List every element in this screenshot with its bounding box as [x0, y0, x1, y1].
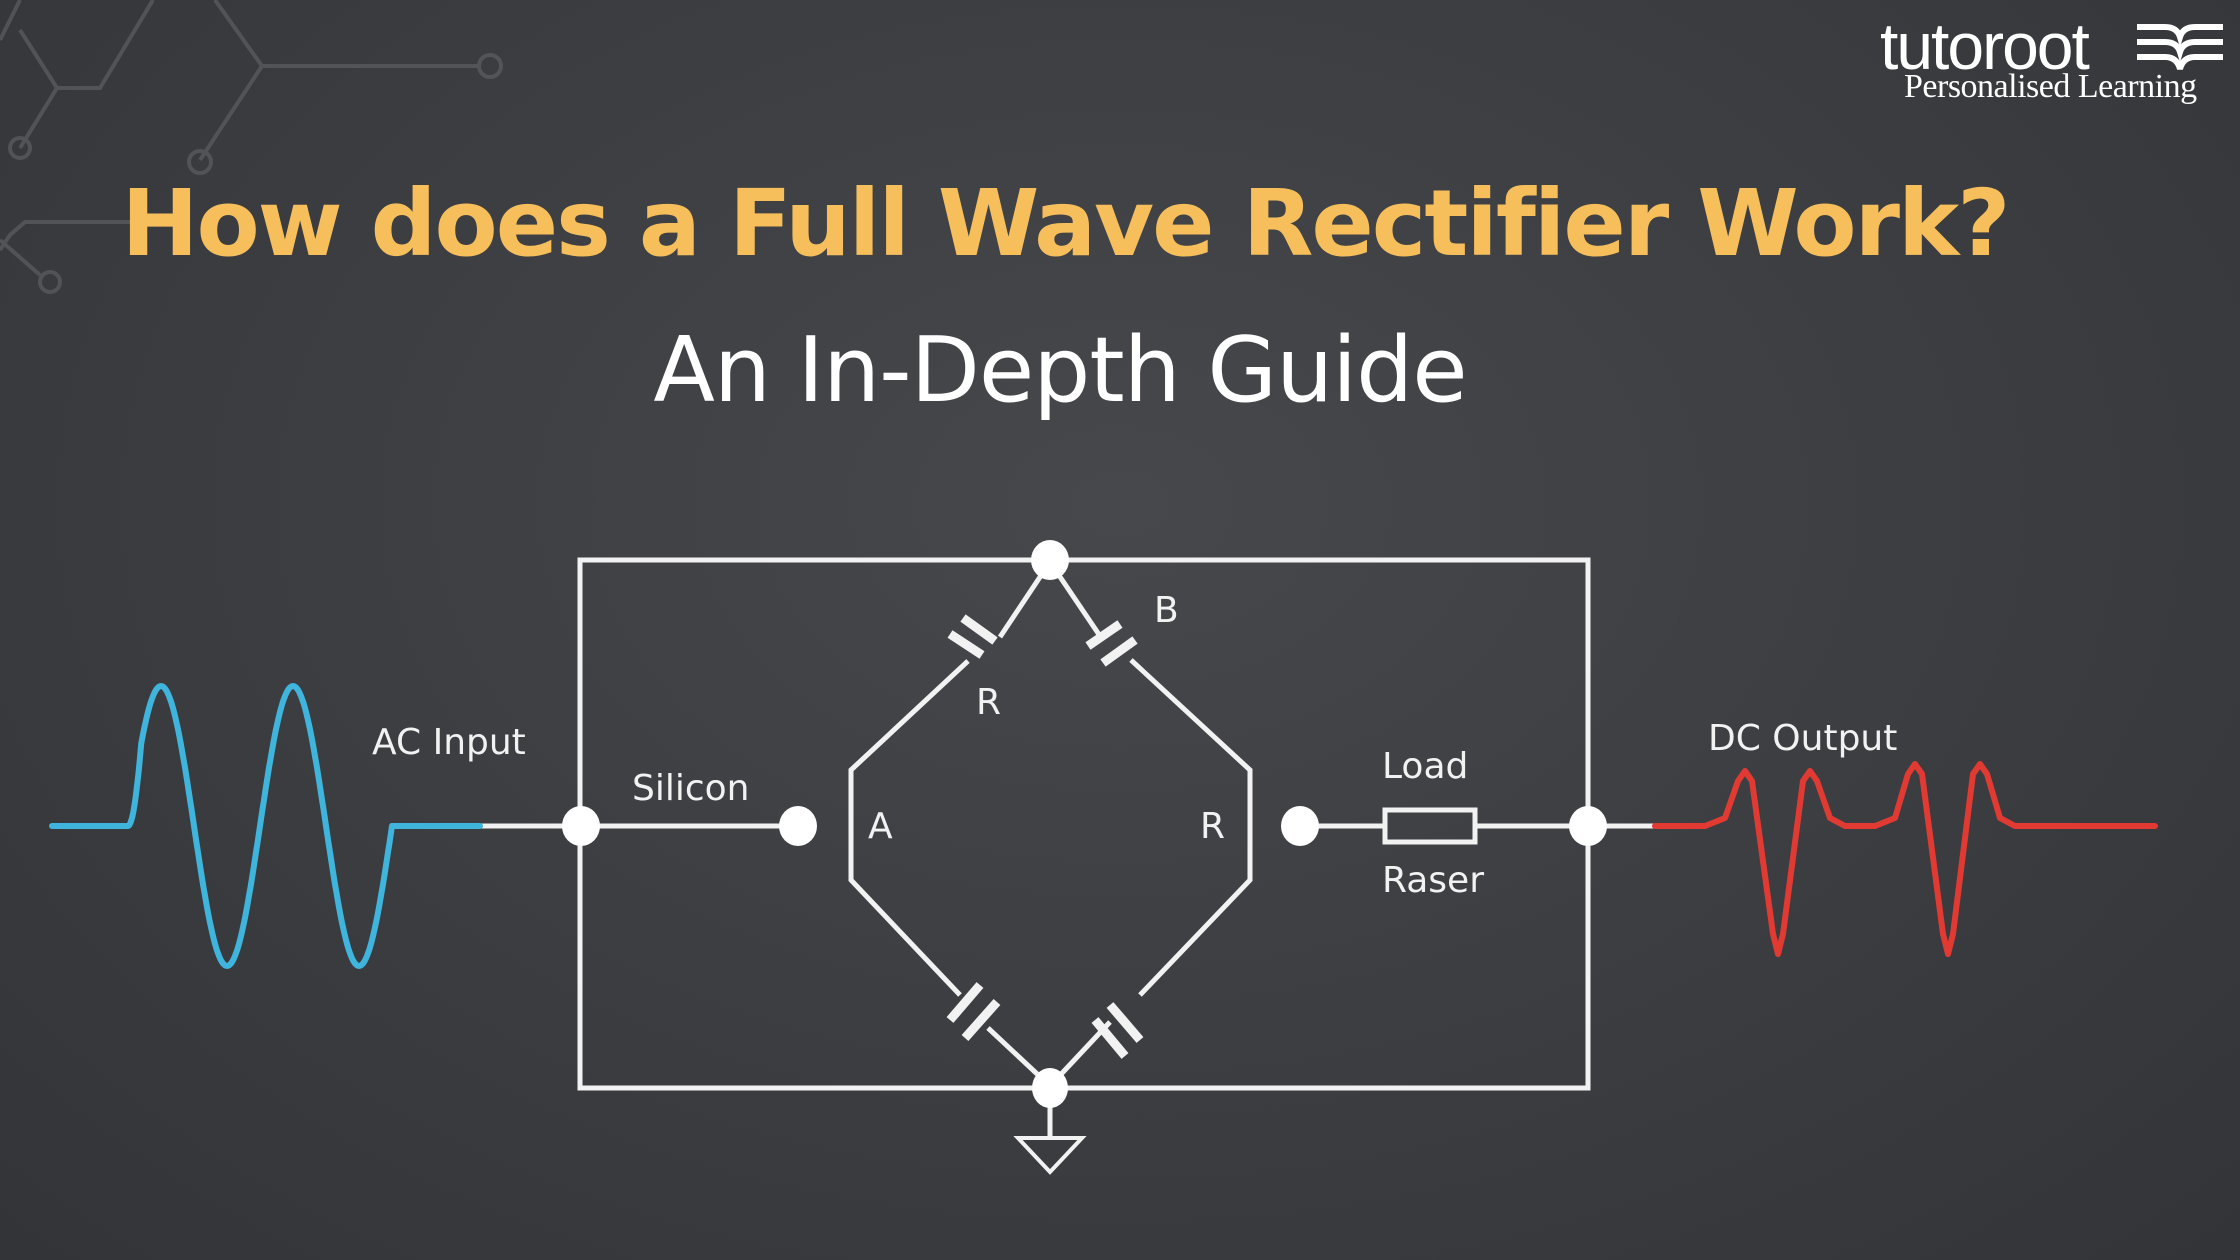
- label-raser: Raser: [1382, 860, 1484, 901]
- brand-tagline: Personalised Learning: [1904, 68, 2197, 105]
- junction-node-output: [1569, 806, 1607, 846]
- ground-icon: [1013, 1136, 1087, 1175]
- label-r-right: R: [1200, 806, 1225, 847]
- junction-node-silicon: [779, 806, 817, 846]
- page-title: How does a Full Wave Rectifier Work?: [121, 170, 2010, 277]
- label-ac-input: AC Input: [372, 722, 526, 763]
- page-subtitle: An In-Depth Guide: [653, 318, 1467, 423]
- circuit-node: [477, 53, 503, 79]
- junction-node-load: [1281, 806, 1319, 846]
- circuit-trace: [0, 238, 42, 277]
- open-book-icon: [2137, 24, 2223, 70]
- junction-node-input: [562, 806, 600, 846]
- outer-frame-wire: [577, 557, 1591, 1091]
- circuit-trace: [198, 64, 264, 162]
- label-silicon: Silicon: [632, 768, 750, 809]
- label-dc-output: DC Output: [1708, 718, 1897, 759]
- circuit-trace: [18, 0, 155, 90]
- brand-logo: tutoroot Personalised Learning: [1880, 6, 2240, 116]
- label-load: Load: [1382, 746, 1468, 787]
- circuit-trace: [0, 0, 22, 41]
- bridge-wire-right: [1129, 658, 1253, 997]
- dc-output-waveform: [1652, 761, 2158, 957]
- label-r-top: R: [976, 682, 1001, 723]
- capacitor-icon: [1085, 620, 1138, 667]
- label-node-a: A: [868, 806, 893, 847]
- junction-node-top: [1031, 540, 1069, 580]
- bridge-wire-left: [848, 659, 970, 997]
- capacitor-icon: [947, 614, 998, 659]
- capacitor-icon: [1091, 1002, 1144, 1059]
- resistor-icon: [1382, 807, 1478, 845]
- capacitor-icon: [946, 982, 1001, 1041]
- circuit-node: [187, 149, 213, 175]
- circuit-node: [38, 270, 62, 294]
- ac-input-waveform: [49, 683, 483, 969]
- brand-name: tutoroot: [1880, 9, 2090, 83]
- label-node-b: B: [1154, 590, 1179, 631]
- junction-node-bottom: [1032, 1068, 1068, 1108]
- circuit-node: [8, 136, 32, 160]
